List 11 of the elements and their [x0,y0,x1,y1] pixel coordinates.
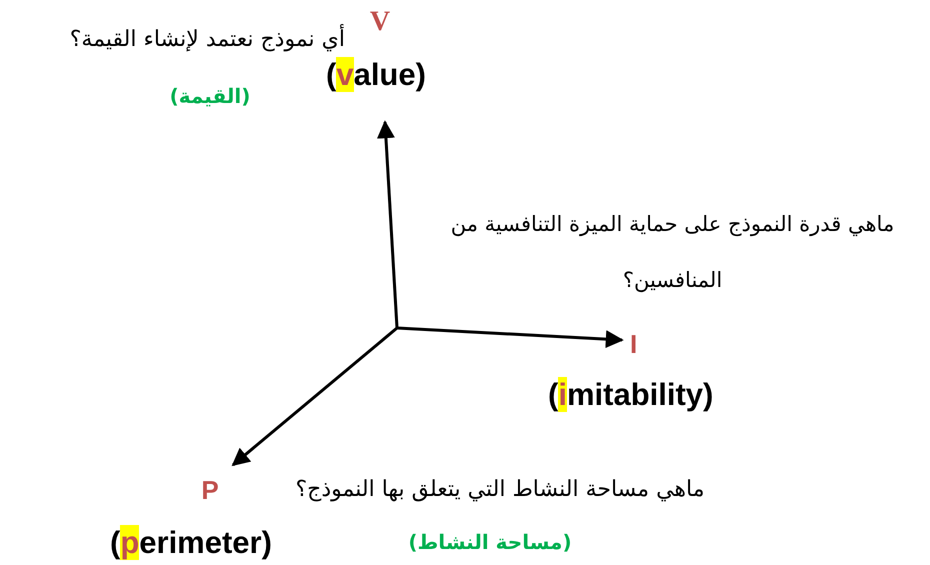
question-text: أي نموذج نعتمد لإنشاء القيمة؟ [0,26,345,54]
translation-text: (مساحة النشاط) [407,530,573,555]
axis-letter: P [200,474,220,506]
axis-term: (perimeter) [110,524,273,562]
axis-term: (value) [326,56,427,94]
axis-letter: I [630,328,638,360]
axis-letter: V [368,5,392,39]
question-text: ماهي قدرة النموذج على حماية الميزة التنافسية من المنافسين؟ [450,211,896,294]
question-text: ماهي مساحة النشاط التي يتعلق بها النموذج؟ [294,476,706,504]
translation-text: (القيمة) [168,84,252,109]
axis-term: (imitability) [548,376,714,414]
